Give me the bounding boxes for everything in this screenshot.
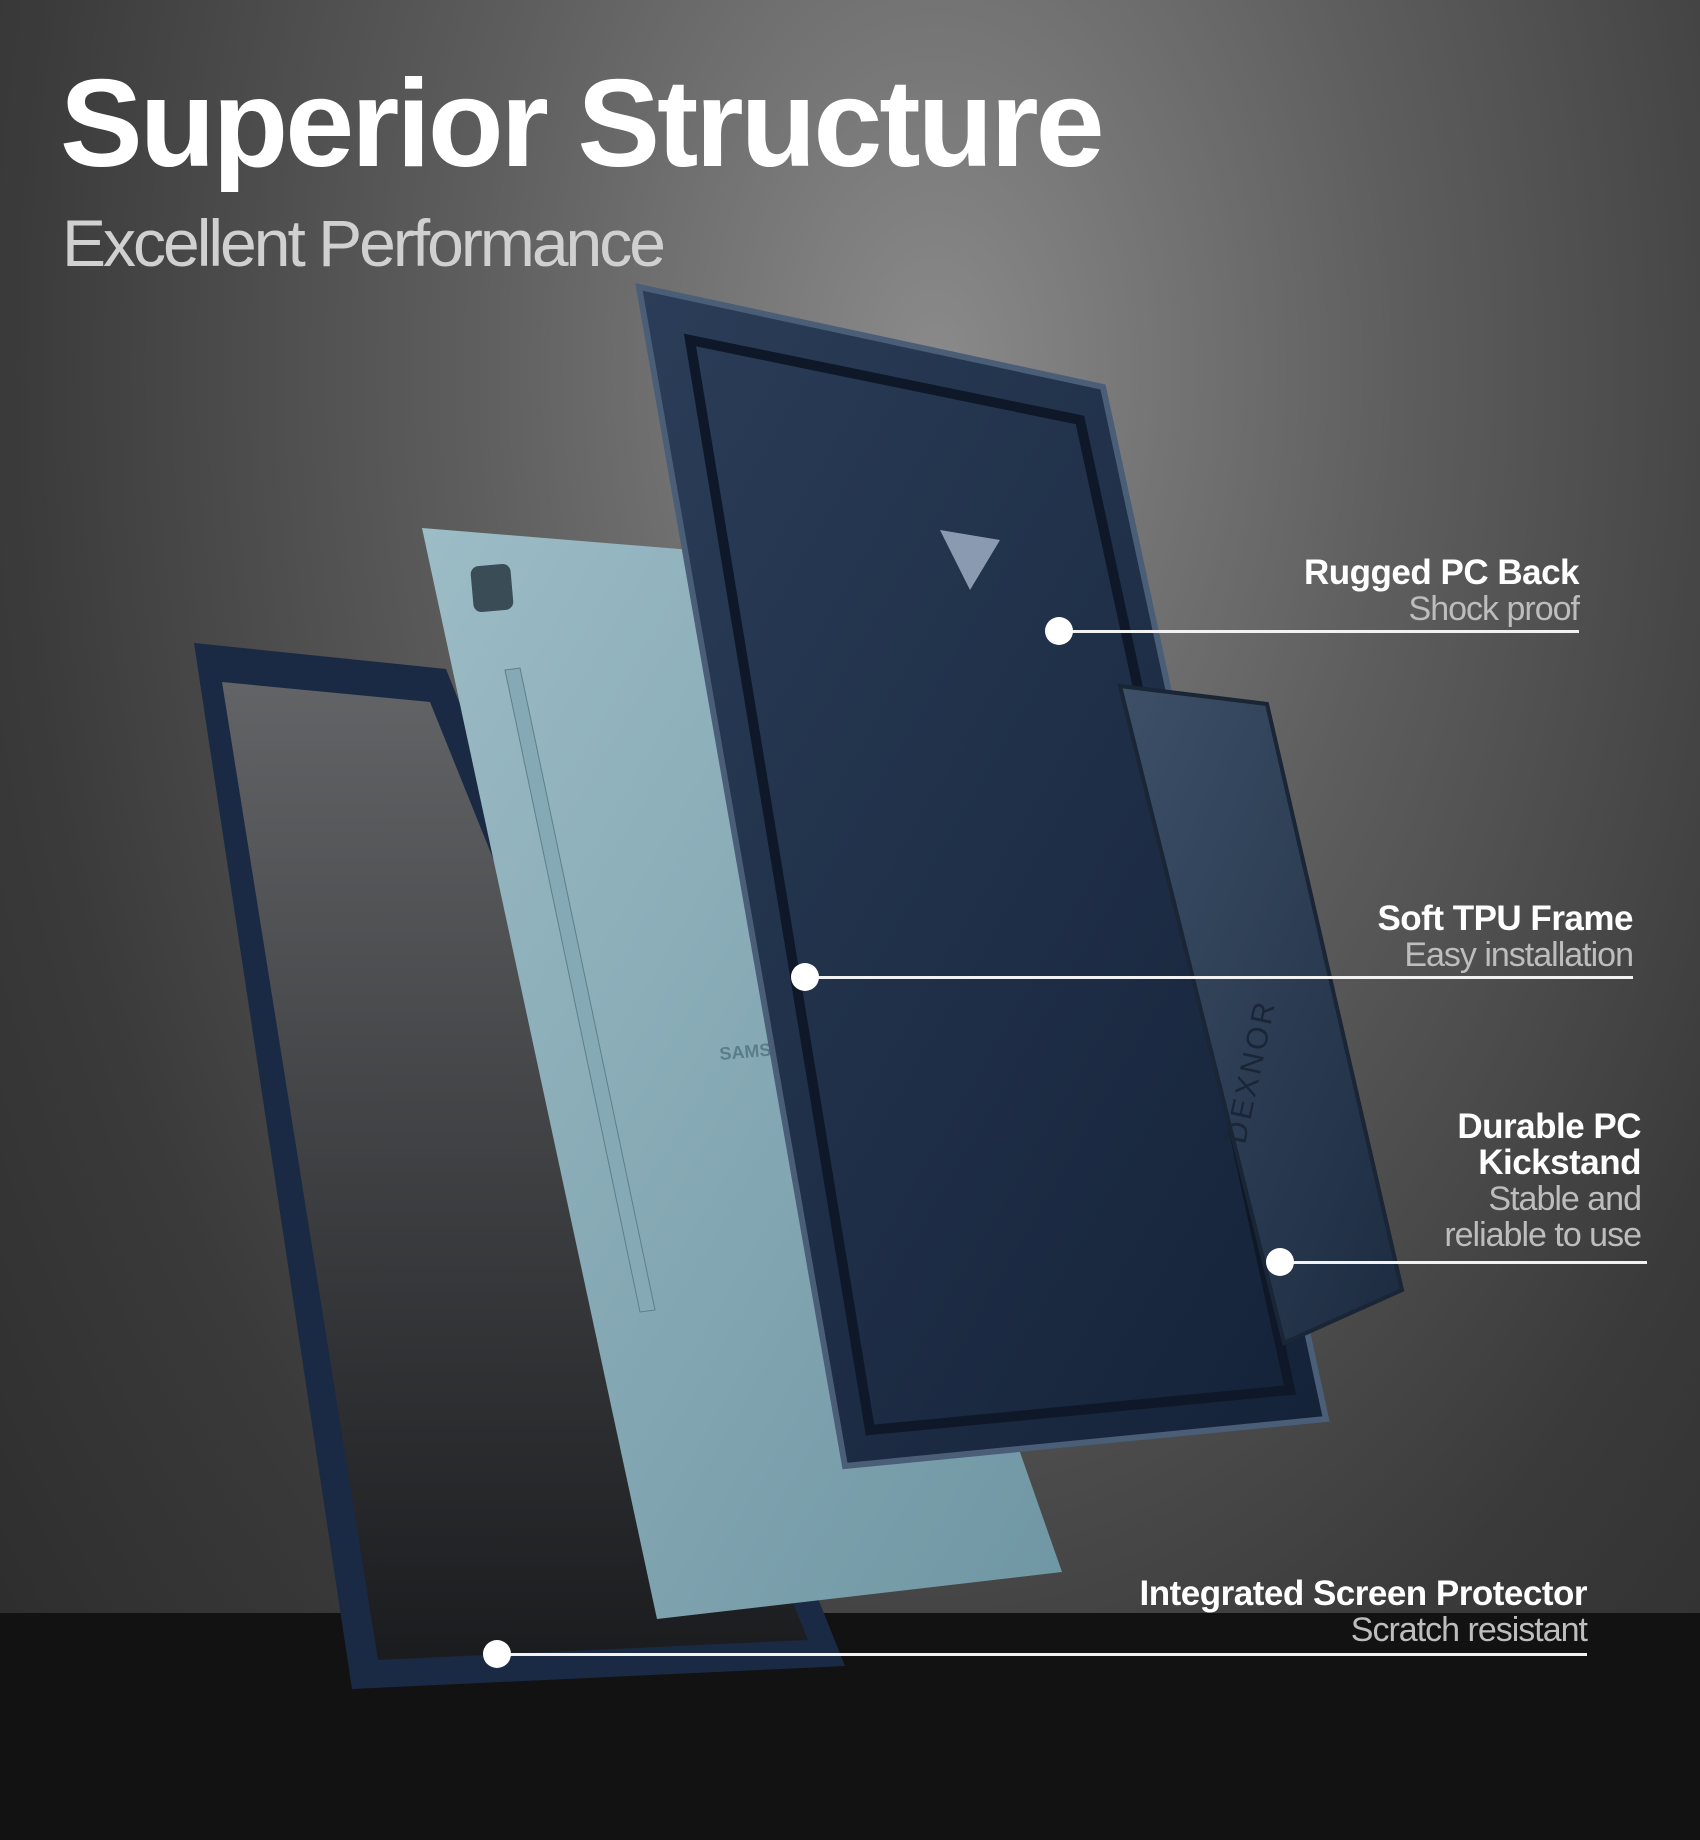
callout-dot [1045, 617, 1073, 645]
callout-title: Integrated Screen Protector [1139, 1574, 1588, 1613]
callout-integrated-screen-protector: Integrated Screen Protector Scratch resi… [1139, 1574, 1588, 1649]
page-subtitle: Excellent Performance [62, 206, 666, 280]
callout-subtitle: Scratch resistant [1350, 1611, 1588, 1649]
callout-title-line1: Durable PC [1457, 1107, 1641, 1146]
callout-subtitle-line2: reliable to use [1444, 1216, 1642, 1254]
callout-title-line2: Kickstand [1478, 1143, 1641, 1182]
logo-icon [940, 530, 1000, 590]
callout-dot [791, 963, 819, 991]
camera-icon [470, 564, 514, 612]
callout-line [1059, 630, 1579, 633]
callout-dot [1266, 1248, 1294, 1276]
callout-subtitle: Easy installation [1404, 936, 1634, 974]
kickstand: DEXNOR [1117, 683, 1405, 1346]
callout-rugged-pc-back: Rugged PC Back Shock proof [1304, 553, 1580, 628]
callout-line [1280, 1261, 1647, 1264]
callout-title: Rugged PC Back [1304, 553, 1580, 592]
callout-dot [483, 1640, 511, 1668]
callout-subtitle-line1: Stable and [1488, 1180, 1642, 1218]
callout-soft-tpu-frame: Soft TPU Frame Easy installation [1377, 899, 1634, 974]
callout-line [805, 976, 1633, 979]
page-title: Superior Structure [60, 55, 1105, 193]
stylus [504, 667, 656, 1313]
callout-subtitle: Shock proof [1408, 590, 1580, 628]
bottom-dark-band [0, 1613, 1700, 1840]
rugged-pc-back-case [635, 283, 1330, 1470]
callout-durable-pc-kickstand: Durable PC Kickstand Stable and reliable… [1444, 1107, 1642, 1254]
callout-title: Soft TPU Frame [1377, 899, 1633, 938]
callout-line [497, 1653, 1587, 1656]
